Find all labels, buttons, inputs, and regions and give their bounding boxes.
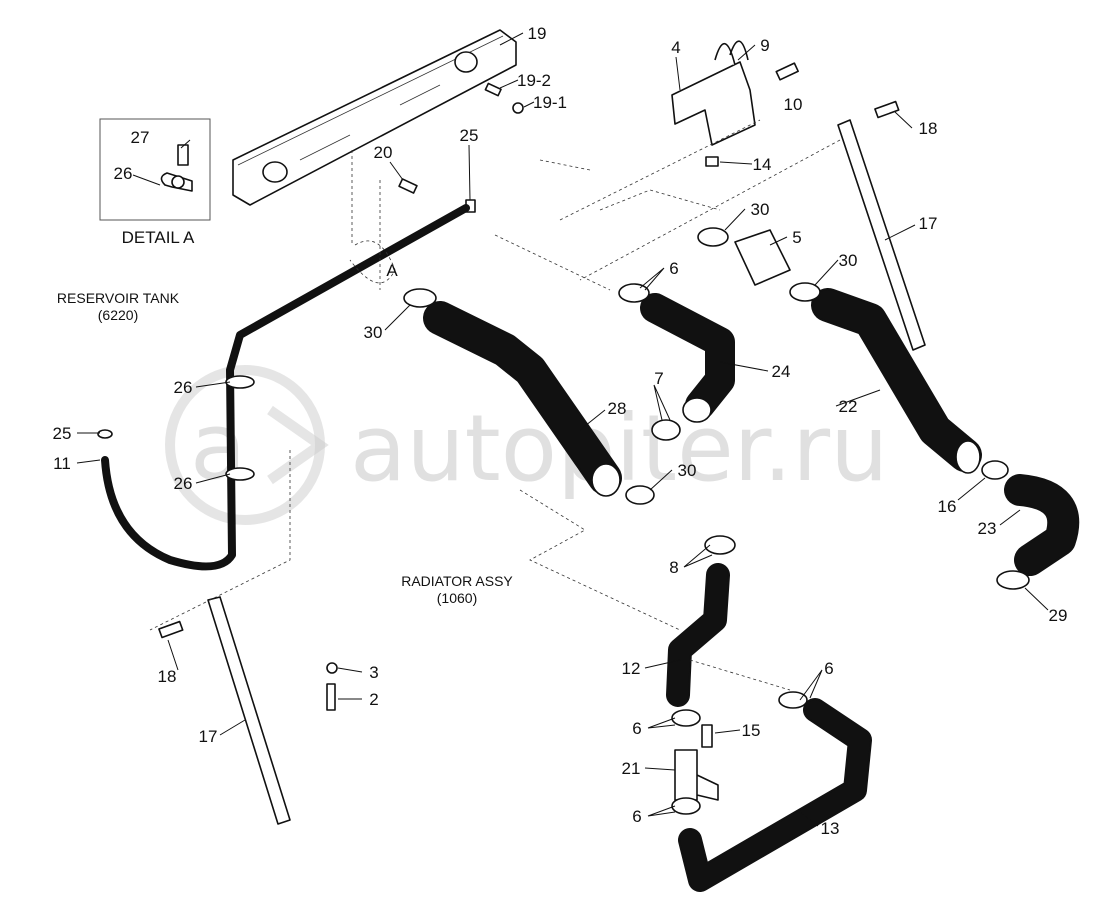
hose-28 (423, 301, 622, 497)
callout-6: 6 (669, 259, 678, 278)
hose-22 (811, 288, 982, 474)
callout-19-1: 19-1 (533, 93, 567, 112)
hose-5 (734, 229, 791, 286)
callout-14: 14 (753, 155, 772, 174)
callout-17: 17 (199, 727, 218, 746)
callout-6: 6 (824, 659, 833, 678)
callout-29: 29 (1049, 606, 1068, 625)
callout-26: 26 (174, 474, 193, 493)
hose-23 (1004, 474, 1080, 576)
callout-2: 2 (369, 690, 378, 709)
callout-18: 18 (919, 119, 938, 138)
callout-6: 6 (632, 719, 641, 738)
stay-17-left (207, 596, 291, 825)
callout-9: 9 (760, 36, 769, 55)
callout-3: 3 (369, 663, 378, 682)
radiator-assy-ref: RADIATOR ASSY (401, 573, 513, 589)
callout-17: 17 (919, 214, 938, 233)
bracket-4 (671, 61, 756, 146)
callout-26: 26 (114, 164, 133, 183)
callout-A: A (386, 261, 398, 280)
hose-13 (678, 698, 872, 892)
callout-12: 12 (622, 659, 641, 678)
callout-24: 24 (772, 362, 791, 381)
callout-10: 10 (784, 95, 803, 114)
callout-30: 30 (364, 323, 383, 342)
callout-13: 13 (821, 819, 840, 838)
callout-25: 25 (460, 126, 479, 145)
callout-5: 5 (792, 228, 801, 247)
shroud-19 (232, 29, 517, 206)
callout-18: 18 (158, 667, 177, 686)
detail-a-box (99, 118, 211, 221)
callout-11: 11 (53, 454, 71, 473)
hose-clamps (403, 227, 1030, 815)
small-parts (158, 62, 900, 748)
callout-20: 20 (374, 143, 393, 162)
detail-a-parts (160, 144, 193, 192)
callout-27: 27 (131, 128, 150, 147)
callout-26: 26 (174, 378, 193, 397)
watermark-a: a (190, 393, 246, 500)
hose-24 (640, 293, 735, 423)
callout-4: 4 (671, 38, 680, 57)
callout-21: 21 (622, 759, 641, 778)
callout-19: 19 (528, 24, 547, 43)
callout-28: 28 (608, 399, 627, 418)
callout-6: 6 (632, 807, 641, 826)
reservoir-tank-code: (6220) (98, 307, 138, 323)
callout-25: 25 (53, 424, 72, 443)
radiator-assy-code: (1060) (437, 590, 477, 606)
stay-17-right (837, 119, 926, 351)
callout-22: 22 (839, 397, 858, 416)
callout-19-2: 19-2 (517, 71, 551, 90)
callout-15: 15 (742, 721, 761, 740)
pipe-21 (674, 749, 719, 801)
callout-8: 8 (669, 558, 678, 577)
callout-30: 30 (839, 251, 858, 270)
reservoir-tank-ref: RESERVOIR TANK (57, 290, 180, 306)
detail-a-title: DETAIL A (122, 228, 195, 247)
callout-30: 30 (751, 200, 770, 219)
callout-30: 30 (678, 461, 697, 480)
leader-lines (76, 32, 1049, 827)
hose-12 (666, 563, 730, 707)
callout-23: 23 (978, 519, 997, 538)
callout-16: 16 (938, 497, 957, 516)
callout-7: 7 (654, 369, 663, 388)
